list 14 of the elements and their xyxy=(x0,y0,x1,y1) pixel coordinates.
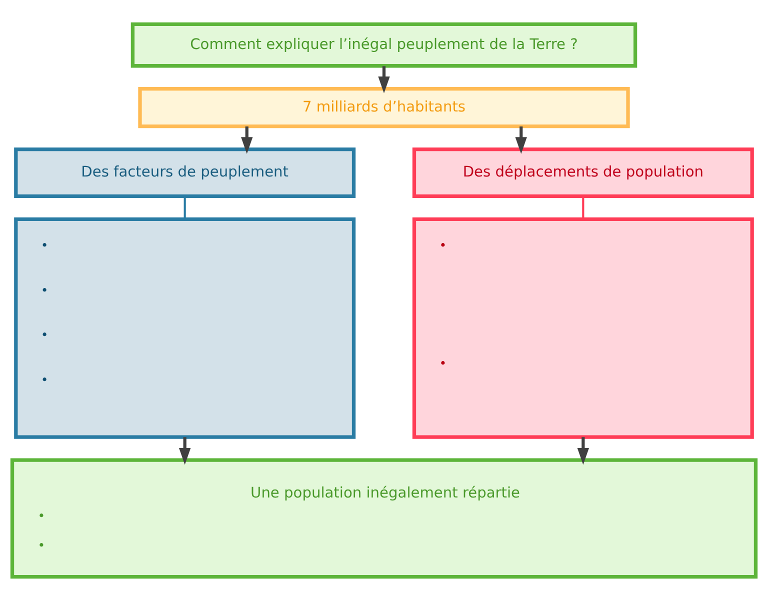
node-box: Une population inégalement répartie • • xyxy=(10,458,758,579)
arrow xyxy=(577,437,590,465)
node-box: Des déplacements de population xyxy=(412,147,754,198)
node-box: 7 milliards d’habitants xyxy=(138,87,630,128)
connector xyxy=(184,196,186,219)
arrow xyxy=(178,437,191,465)
arrow xyxy=(241,126,253,154)
arrow xyxy=(515,126,527,154)
arrow xyxy=(378,66,390,94)
node-box: Comment expliquer l’inégal peuplement de la Terre ? xyxy=(130,22,638,68)
connector xyxy=(582,196,584,219)
node-box: • • xyxy=(412,217,754,439)
node-box: • • • • xyxy=(14,217,356,439)
node-box: Des facteurs de peuplement xyxy=(14,147,356,198)
